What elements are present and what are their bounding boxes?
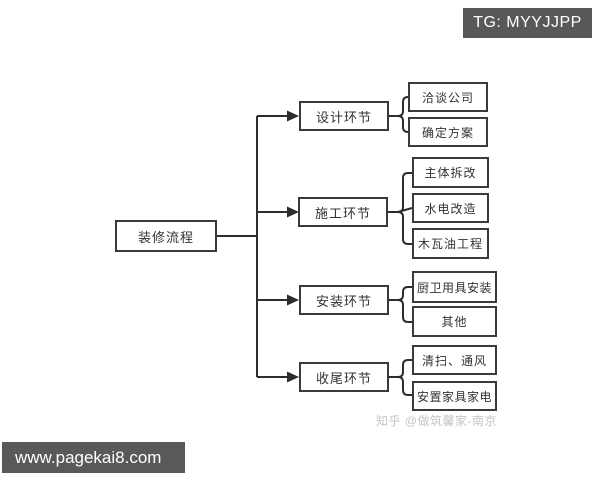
leaf-node: 水电改造 (412, 193, 489, 223)
branch-node-construction: 施工环节 (298, 197, 388, 227)
fork-connector (389, 359, 412, 396)
fork-connector (389, 286, 412, 323)
fork-connector (388, 172, 413, 245)
branch-node-finishing: 收尾环节 (299, 362, 389, 392)
branch-node-installation: 安装环节 (299, 285, 389, 315)
node-root: 装修流程 (115, 220, 217, 252)
tree-wires (217, 96, 413, 396)
leaf-node: 安置家具家电 (412, 381, 497, 411)
leaf-node: 主体拆改 (412, 157, 489, 188)
leaf-node: 确定方案 (408, 117, 488, 147)
zhihu-watermark: 知乎 @做筑馨家-南京 (376, 414, 498, 428)
leaf-node: 厨卫用具安装 (412, 271, 497, 303)
fork-connector (389, 96, 409, 133)
arrowheads (287, 110, 299, 383)
arrowhead-icon (287, 294, 299, 306)
leaf-node: 洽谈公司 (408, 82, 488, 112)
arrowhead-icon (287, 110, 299, 122)
leaf-node: 木瓦油工程 (412, 228, 489, 259)
leaf-node: 其他 (412, 306, 497, 337)
leaf-node: 清扫、通风 (412, 345, 497, 375)
arrowhead-icon (287, 206, 299, 218)
website-url-bar: www.pagekai8.com (2, 442, 185, 473)
branch-node-design: 设计环节 (299, 101, 389, 131)
arrowhead-icon (287, 371, 299, 383)
tg-contact-badge: TG: MYYJJPP (463, 8, 592, 38)
